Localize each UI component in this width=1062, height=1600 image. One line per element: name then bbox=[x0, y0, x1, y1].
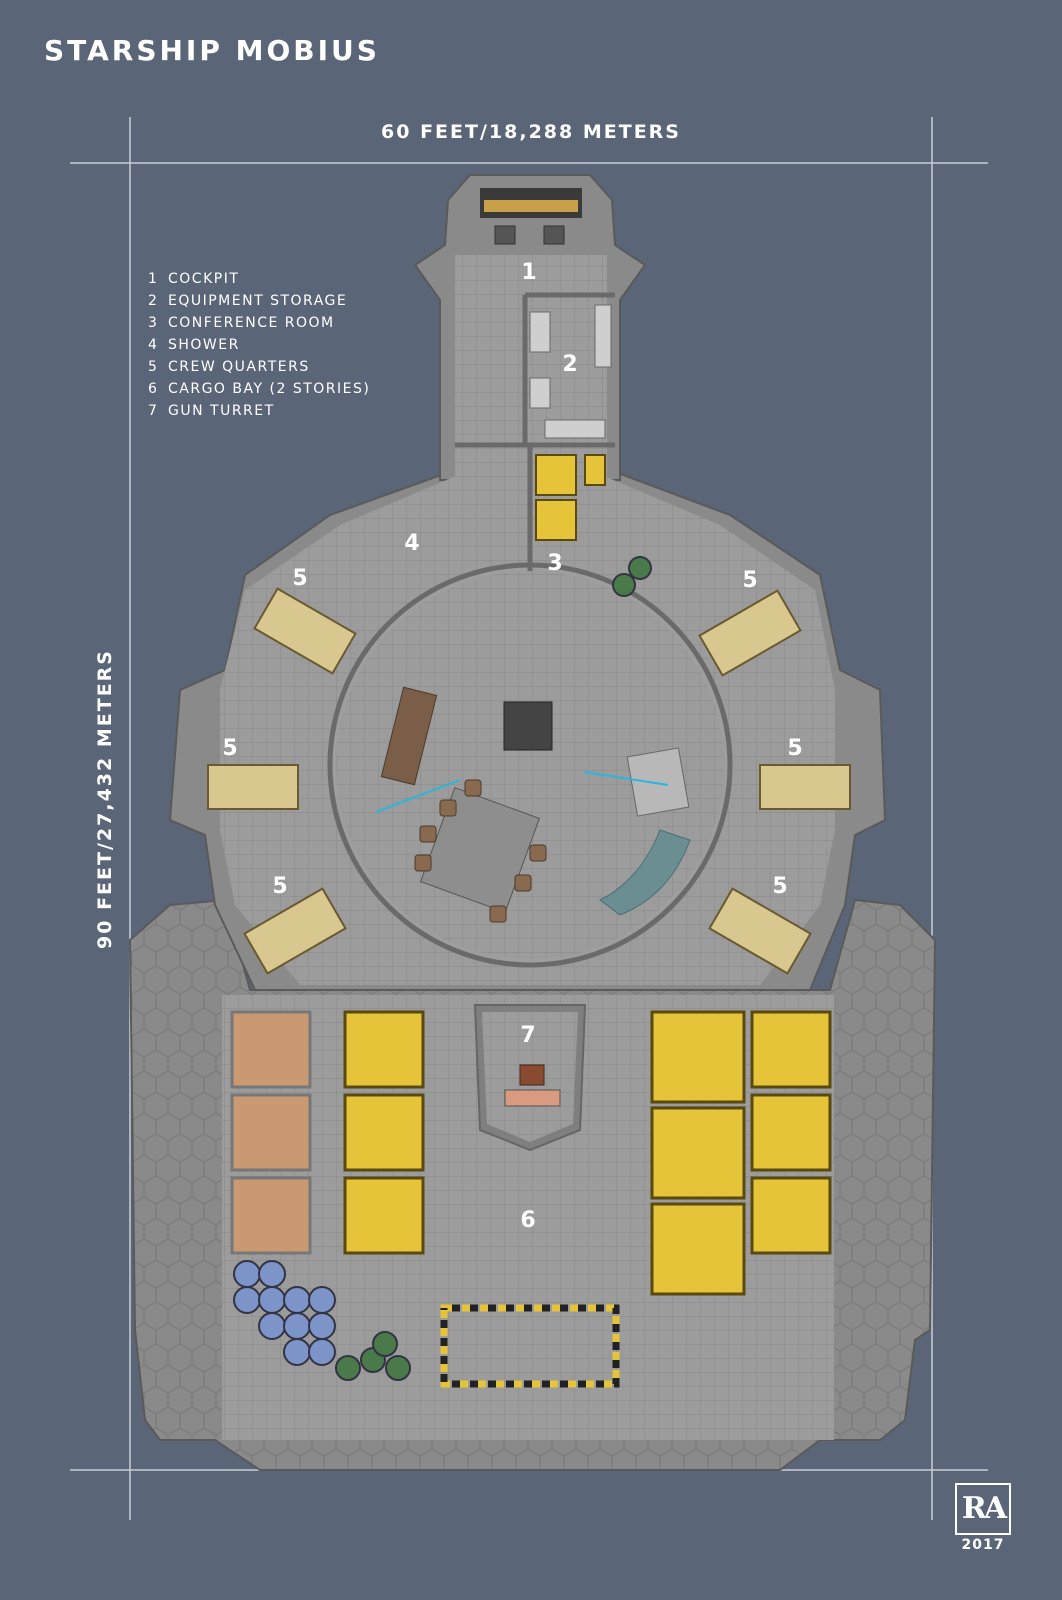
room-label-quarters: 5 bbox=[742, 568, 758, 593]
room-label-quarters: 5 bbox=[222, 736, 238, 761]
room-label-quarters: 5 bbox=[272, 874, 288, 899]
cargo-crates bbox=[230, 1010, 832, 1296]
turret-console bbox=[504, 1064, 561, 1107]
legend-item: 1 Cockpit bbox=[148, 268, 370, 290]
artist-logo: RA bbox=[955, 1483, 1011, 1535]
legend-label: Shower bbox=[168, 337, 240, 353]
legend-item: 6 Cargo Bay (2 stories) bbox=[148, 378, 370, 400]
room-label-quarters: 5 bbox=[787, 736, 803, 761]
conference-furniture bbox=[375, 686, 691, 923]
legend-number: 3 bbox=[148, 315, 159, 331]
cargo-barrels bbox=[233, 556, 652, 1381]
width-dimension-label: 60 feet/18,288 meters bbox=[381, 121, 681, 143]
cockpit-consoles bbox=[480, 188, 582, 245]
equipment-racks bbox=[529, 304, 612, 439]
room-label-equipment: 2 bbox=[562, 352, 578, 377]
legend-number: 1 bbox=[148, 271, 159, 287]
room-label-turret: 7 bbox=[520, 1023, 536, 1048]
room-label-quarters: 5 bbox=[292, 566, 308, 591]
map-title: Starship Mobius bbox=[44, 34, 380, 67]
supply-crates bbox=[535, 454, 606, 541]
legend-label: Crew Quarters bbox=[168, 359, 310, 375]
cargo-hatch bbox=[440, 1304, 620, 1388]
room-label-quarters: 5 bbox=[772, 874, 788, 899]
legend-number: 6 bbox=[148, 381, 159, 397]
room-label-cockpit: 1 bbox=[521, 260, 537, 285]
legend-number: 7 bbox=[148, 403, 159, 419]
legend-item: 3 Conference Room bbox=[148, 312, 370, 334]
legend-item: 5 Crew Quarters bbox=[148, 356, 370, 378]
room-label-shower: 4 bbox=[404, 531, 420, 556]
legend-label: Equipment Storage bbox=[168, 293, 348, 309]
legend-number: 4 bbox=[148, 337, 159, 353]
room-legend: 1 Cockpit 2 Equipment Storage 3 Conference … bbox=[148, 268, 370, 422]
length-dimension-label: 90 feet/27,432 meters bbox=[94, 649, 116, 949]
legend-label: Conference Room bbox=[168, 315, 335, 331]
legend-item: 7 Gun Turret bbox=[148, 400, 370, 422]
legend-item: 2 Equipment Storage bbox=[148, 290, 370, 312]
artist-year: 2017 bbox=[961, 1537, 1005, 1553]
room-label-conference: 3 bbox=[547, 551, 563, 576]
crew-beds bbox=[207, 587, 851, 975]
legend-number: 2 bbox=[148, 293, 159, 309]
room-label-cargo: 6 bbox=[520, 1208, 536, 1233]
legend-number: 5 bbox=[148, 359, 159, 375]
legend-item: 4 Shower bbox=[148, 334, 370, 356]
legend-label: Cockpit bbox=[168, 271, 240, 287]
legend-label: Cargo Bay (2 stories) bbox=[168, 381, 371, 397]
legend-label: Gun Turret bbox=[168, 403, 275, 419]
